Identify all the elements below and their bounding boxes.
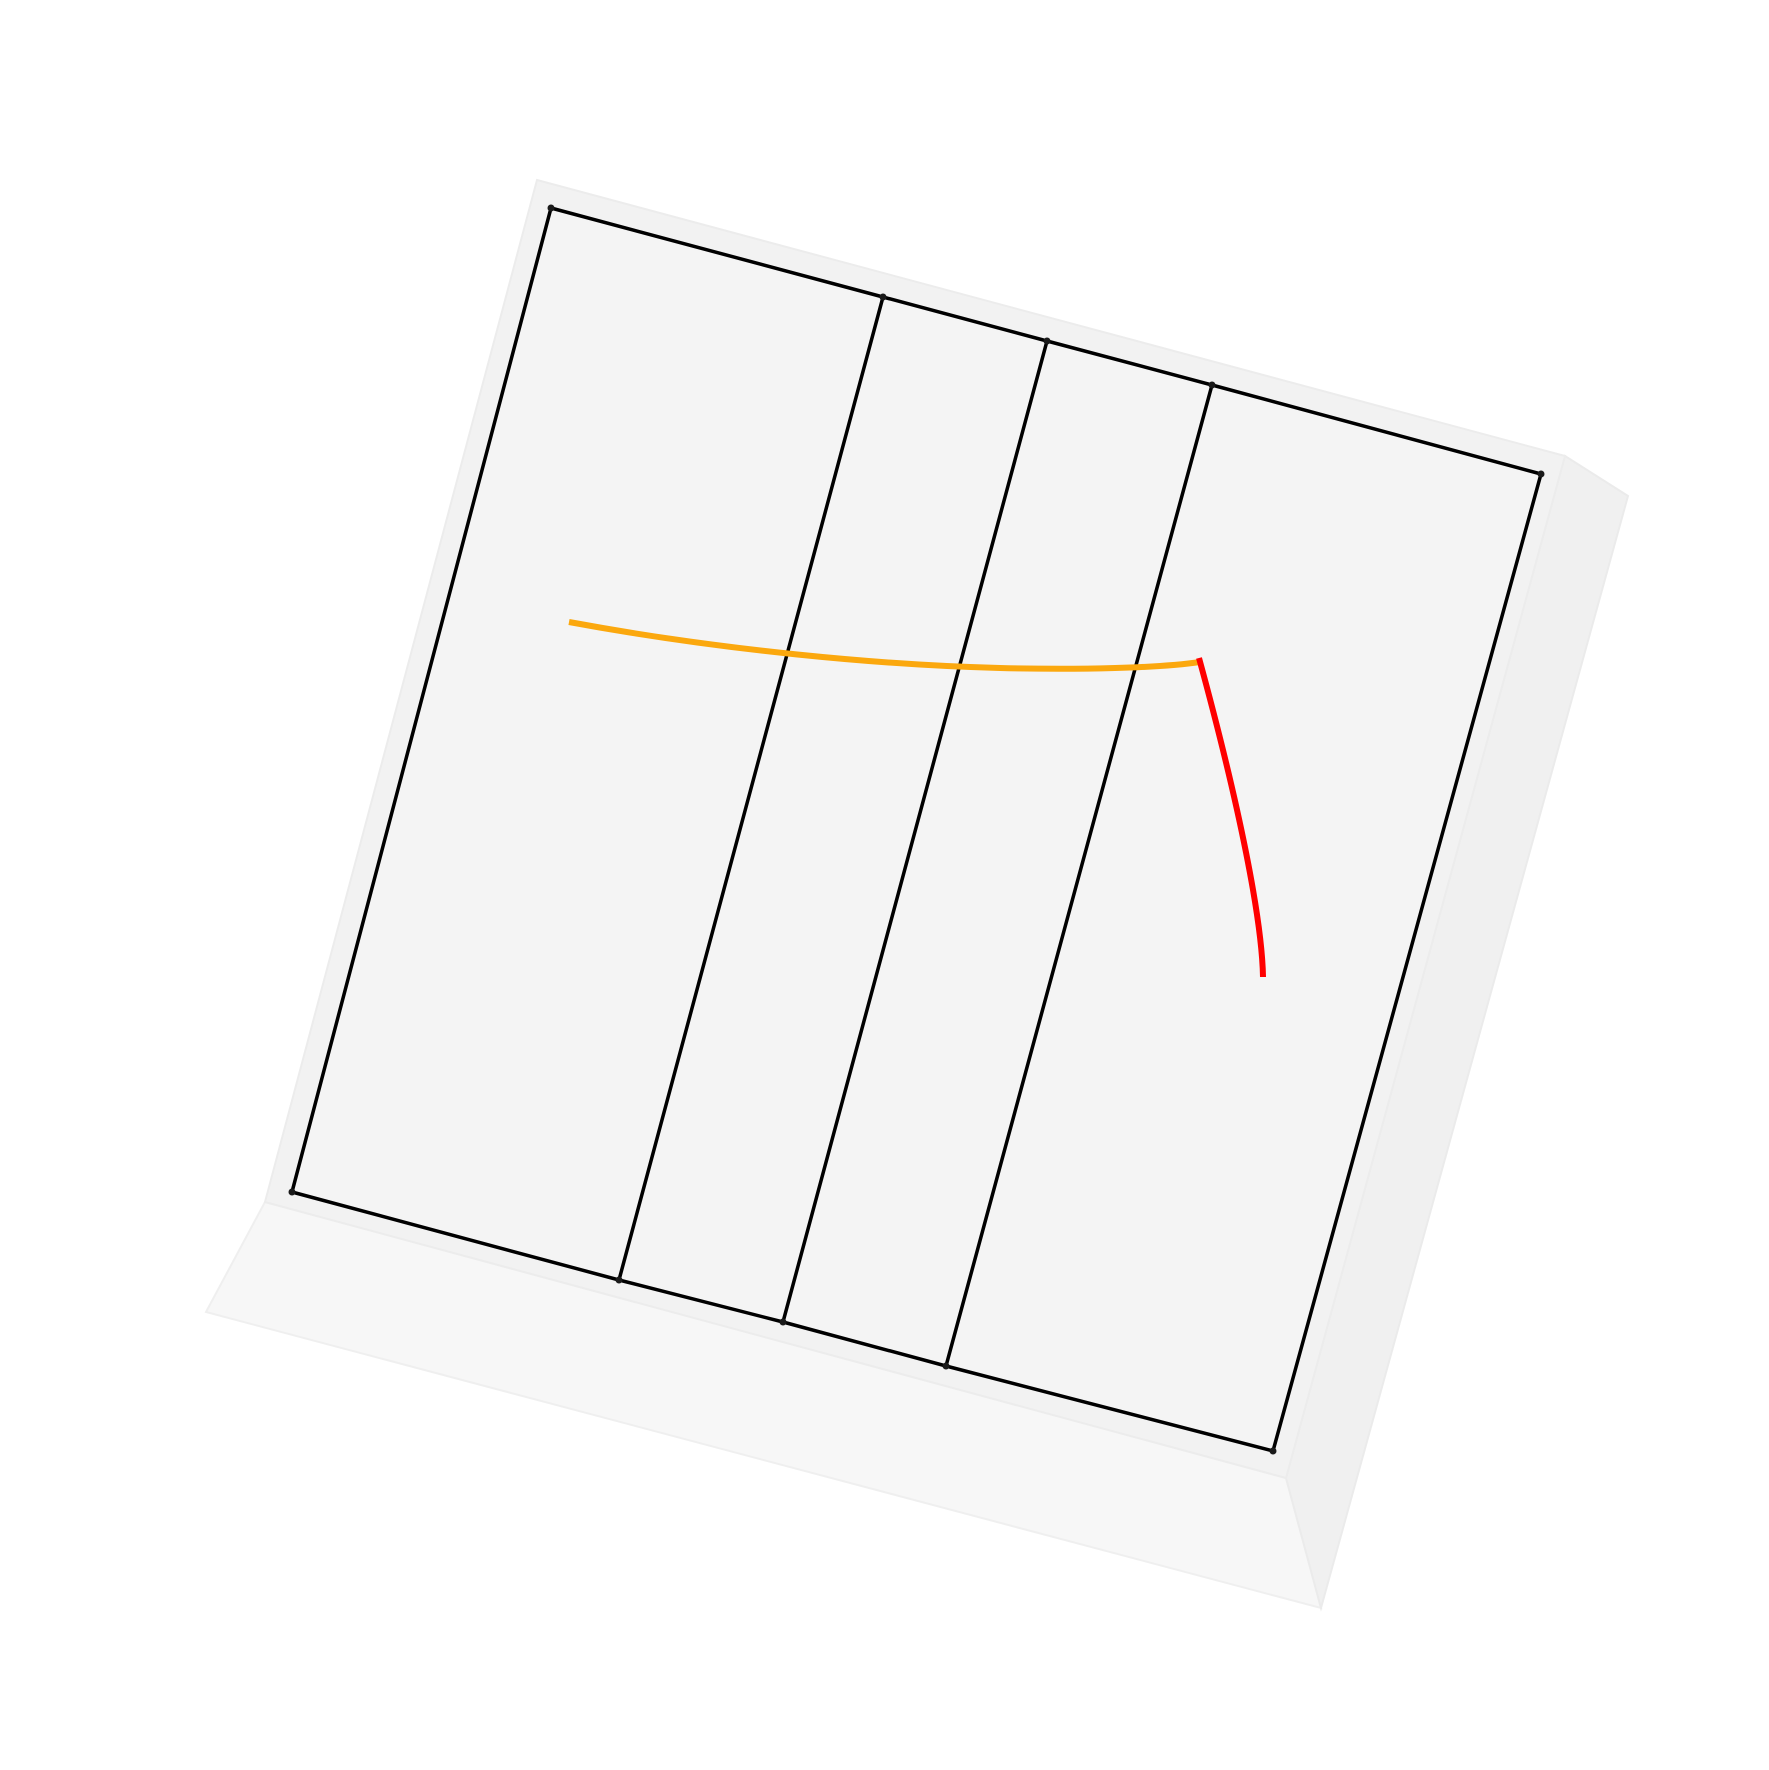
fold-line-3 xyxy=(944,383,1214,1368)
red-curve xyxy=(1196,657,1266,978)
vertex-bottom-fold-2 xyxy=(779,1318,787,1326)
orange-curve xyxy=(568,619,1201,672)
vertex-top-fold-2 xyxy=(1043,337,1051,345)
vertex-bottom-fold-3 xyxy=(942,1362,950,1370)
vertex-top-fold-3 xyxy=(1208,381,1216,389)
fold-line-1 xyxy=(617,295,885,1282)
vertex-markers xyxy=(288,204,1545,1455)
vertex-top-fold-1 xyxy=(879,293,887,301)
vertex-top-right xyxy=(1537,470,1545,478)
vertex-bottom-left xyxy=(288,1188,296,1196)
vertex-bottom-right xyxy=(1269,1447,1277,1455)
fold-line-2 xyxy=(781,339,1049,1324)
vertex-top-left xyxy=(547,204,555,212)
vertex-bottom-fold-1 xyxy=(615,1276,623,1284)
